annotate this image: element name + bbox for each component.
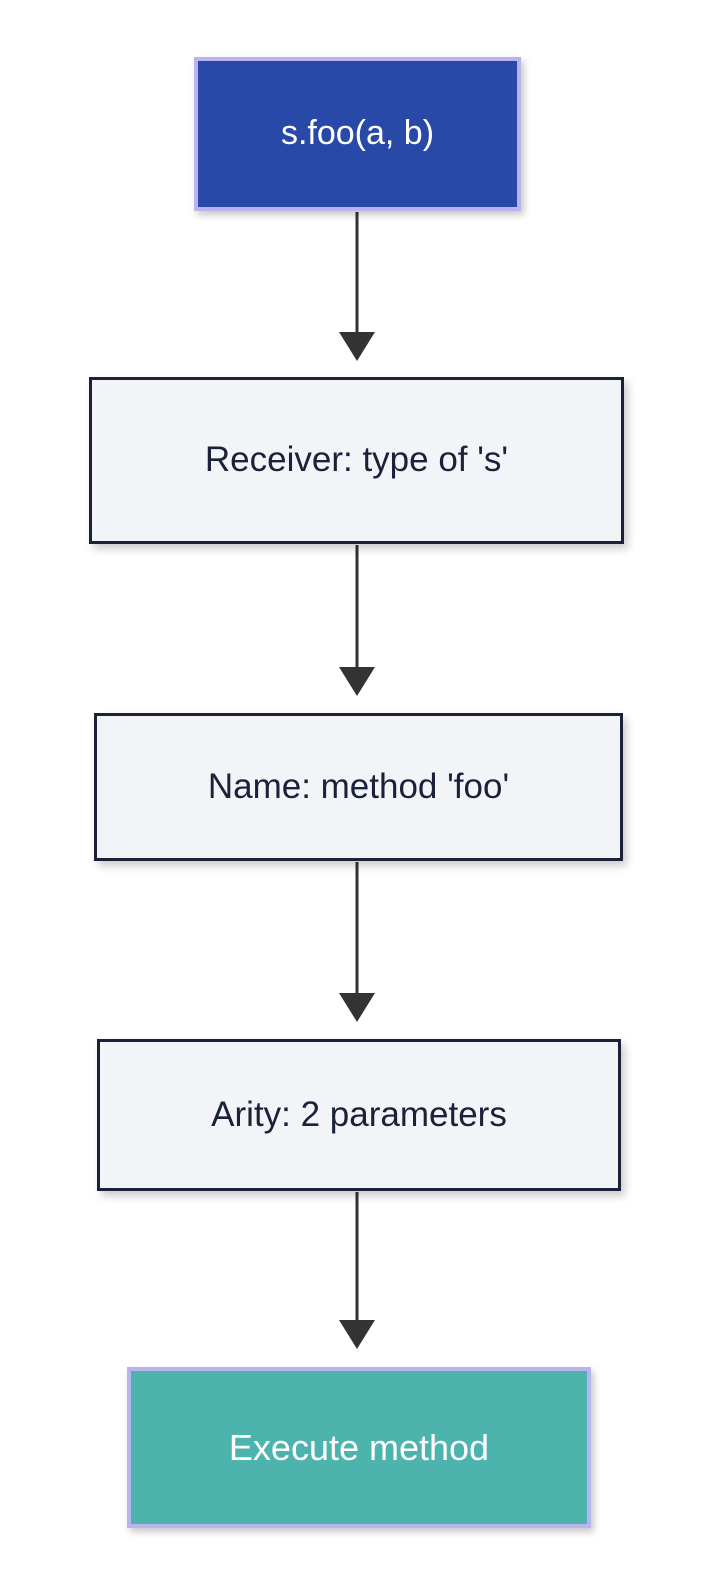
edge-call-to-receiver <box>339 212 375 361</box>
node-call-expression[interactable]: s.foo(a, b) <box>194 57 521 211</box>
edge-name-to-arity <box>339 862 375 1022</box>
node-arity-label: Arity: 2 parameters <box>211 1094 507 1134</box>
edge-arity-to-execute <box>339 1192 375 1349</box>
node-receiver-label: Receiver: type of 's' <box>204 440 509 480</box>
node-call-expression-label: s.foo(a, b) <box>280 114 435 153</box>
node-receiver[interactable]: Receiver: type of 's' <box>89 377 624 544</box>
node-execute[interactable]: Execute method <box>127 1367 591 1528</box>
node-name[interactable]: Name: method 'foo' <box>94 713 623 861</box>
node-name-label: Name: method 'foo' <box>207 766 510 806</box>
node-execute-label: Execute method <box>228 1426 490 1468</box>
node-arity[interactable]: Arity: 2 parameters <box>97 1039 621 1191</box>
edge-receiver-to-name <box>339 545 375 696</box>
